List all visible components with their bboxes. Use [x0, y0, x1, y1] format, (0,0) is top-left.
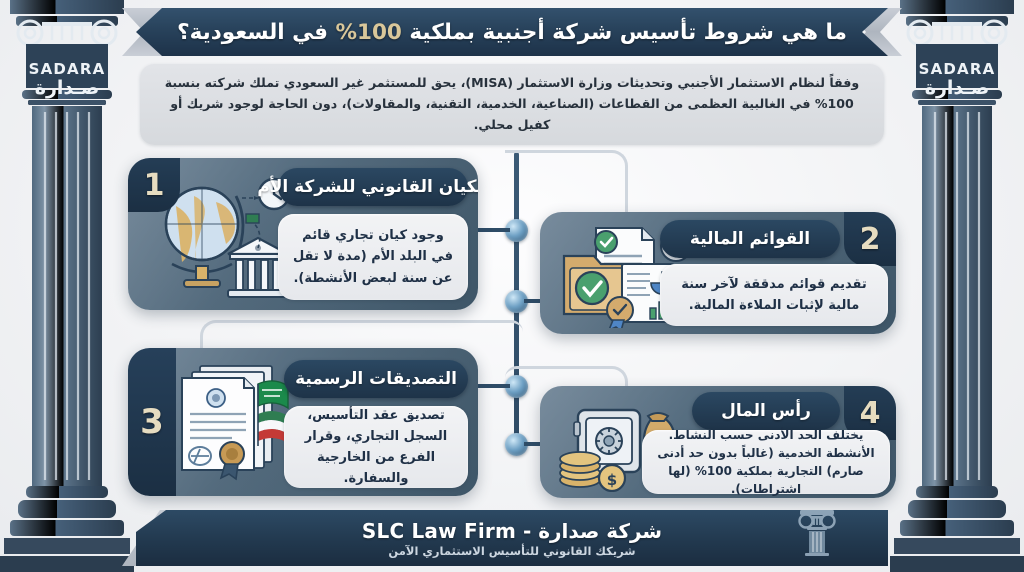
card-2-body: تقديم قوائم مدققة لآخر سنة مالية لإثبات … [660, 264, 888, 326]
title-banner: ما هي شروط تأسيس شركة أجنبية بملكية 100%… [122, 8, 902, 56]
footer-company-name: شركة صدارة - SLC Law Firm [361, 518, 663, 543]
footer-tagline: شريكك القانوني للتأسيس الاستثماري الآمن [388, 543, 636, 558]
card-2-number: 2 [859, 221, 881, 257]
card-1-number-badge: 1 [128, 158, 180, 212]
card-4[interactable]: $ $ 4 رأس المال يختلف الحد الأدنى حسب ال… [540, 386, 896, 498]
card-1-header: الكيان القانوني للشركة الأم [257, 168, 478, 206]
card-3[interactable]: 3 التصديقات الرسمية تصديق عقد التأسيس، ا… [128, 348, 478, 496]
card-2-title: القوائم المالية [689, 229, 811, 249]
svg-text:$: $ [607, 471, 617, 489]
card-4-text: يختلف الحد الأدنى حسب النشاط. الأنشطة ال… [657, 427, 875, 497]
card-4-number: 4 [859, 395, 881, 431]
card-1-title: الكيان القانوني للشركة الأم [257, 177, 478, 197]
page-title-part-2: في السعودية؟ [177, 19, 336, 45]
page-title-highlight: 100% [335, 19, 402, 45]
banner-body: ما هي شروط تأسيس شركة أجنبية بملكية 100%… [136, 8, 888, 56]
card-3-header: التصديقات الرسمية [284, 360, 468, 398]
connector-card-3 [470, 384, 510, 388]
card-2-number-badge: 2 [844, 212, 896, 266]
card-4-header: رأس المال [692, 392, 840, 430]
card-1-artwork [150, 176, 300, 304]
card-3-number: 3 [140, 402, 164, 442]
page-title: ما هي شروط تأسيس شركة أجنبية بملكية 100%… [177, 20, 847, 45]
card-1-number: 1 [143, 167, 165, 203]
card-4-title: رأس المال [721, 401, 811, 421]
card-3-title: التصديقات الرسمية [295, 369, 457, 389]
card-2[interactable]: 2 القوائم المالية تقديم قوائم مدققة لآخر… [540, 212, 896, 334]
card-4-body: يختلف الحد الأدنى حسب النشاط. الأنشطة ال… [642, 428, 890, 496]
connector-card-4 [524, 442, 546, 446]
card-3-number-badge: 3 [128, 348, 176, 496]
card-3-artwork [170, 356, 305, 491]
connector-card-2 [524, 299, 546, 303]
right-pillar: SADARA صـدارة [890, 0, 1024, 572]
card-1-text: وجود كيان تجاري قائم في البلد الأم (مدة … [292, 228, 454, 286]
elbow-top-right [505, 150, 628, 213]
footer-bar: شركة صدارة - SLC Law Firm شريكك القانوني… [136, 510, 888, 566]
card-3-body: تصديق عقد التأسيس، السجل التجاري، وقرار … [284, 406, 468, 488]
intro-panel: وفقاً لنظام الاستثمار الأجنبي وتحديثات و… [140, 64, 884, 146]
ionic-column-icon [794, 510, 840, 556]
flow-node-2 [505, 290, 528, 313]
page-title-part-1: ما هي شروط تأسيس شركة أجنبية بملكية [401, 19, 847, 45]
left-pillar: SADARA صـدارة [0, 0, 134, 572]
card-1[interactable]: 1 الكيان القانوني للشركة الأم وجود كيان … [128, 158, 478, 310]
flow-node-4 [505, 433, 528, 456]
card-3-text: تصديق عقد التأسيس، السجل التجاري، وقرار … [304, 407, 448, 487]
card-1-body: وجود كيان تجاري قائم في البلد الأم (مدة … [278, 214, 468, 300]
flow-node-1 [505, 219, 528, 242]
intro-text: وفقاً لنظام الاستثمار الأجنبي وتحديثات و… [164, 75, 860, 132]
connector-card-1 [470, 228, 510, 232]
card-2-header: القوائم المالية [660, 220, 840, 258]
card-2-text: تقديم قوائم مدققة لآخر سنة مالية لإثبات … [681, 276, 867, 313]
